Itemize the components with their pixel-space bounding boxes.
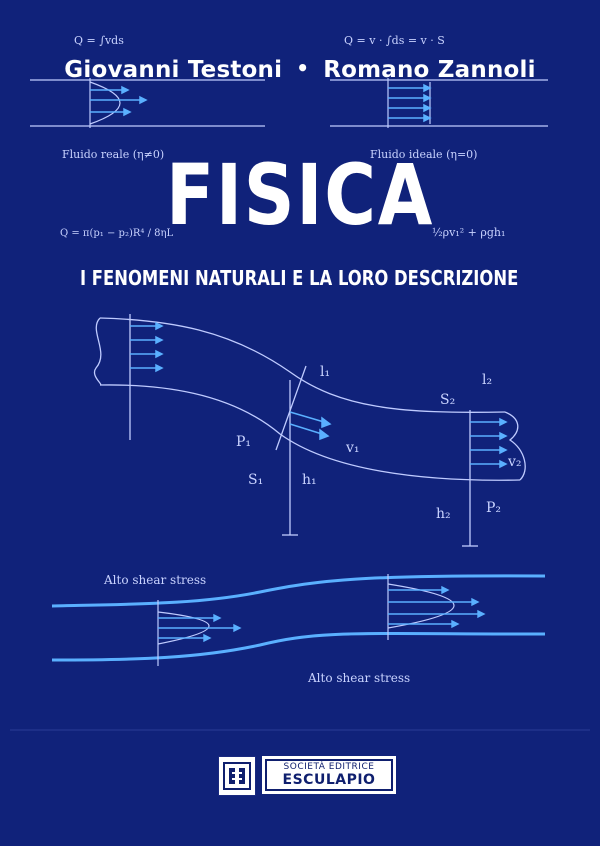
formula-right: Q = v · ∫ds = v · S — [344, 34, 445, 47]
formula-left: Q = ∫vds — [74, 34, 124, 47]
author-separator: • — [296, 56, 310, 80]
publisher-logo: SOCIETÀ EDITRICE ESCULAPIO — [218, 756, 396, 796]
publisher-line2: ESCULAPIO — [282, 772, 376, 788]
bernoulli-formula: ½ρv₁² + ρgh₁ — [432, 226, 505, 239]
pipe-label-l1: l₁ — [320, 364, 330, 380]
label-ideal-fluid: Fluido ideale (η=0) — [370, 148, 477, 161]
shear-label-top: Alto shear stress — [103, 573, 206, 587]
author-2: Romano Zannoli — [323, 57, 536, 83]
pipe-label-v1: v₁ — [345, 440, 360, 456]
pipe-label-l2: l₂ — [482, 372, 492, 388]
book-title: FISICA — [165, 146, 434, 244]
authors-line: Giovanni Testoni • Romano Zannoli — [0, 56, 600, 83]
pipe-label-v2: v₂ — [507, 454, 522, 470]
pipe-label-p1: P₁ — [236, 434, 251, 450]
book-subtitle: I FENOMENI NATURALI E LA LORO DESCRIZION… — [80, 266, 519, 290]
esculapio-logo-icon — [218, 756, 256, 796]
pipe-label-p2: P₂ — [486, 500, 501, 516]
pipe-label-s1: S₁ — [248, 472, 263, 488]
shear-label-bottom: Alto shear stress — [307, 671, 410, 685]
publisher-line1: SOCIETÀ EDITRICE — [283, 762, 375, 772]
poiseuille-formula: Q = π(p₁ − p₂)R⁴ / 8ηL — [60, 228, 173, 239]
label-real-fluid: Fluido reale (η≠0) — [62, 148, 164, 161]
pipe-label-h2: h₂ — [436, 506, 451, 522]
author-1: Giovanni Testoni — [64, 57, 283, 83]
pipe-label-s2: S₂ — [440, 392, 455, 408]
publisher-name-box: SOCIETÀ EDITRICE ESCULAPIO — [262, 756, 396, 794]
pipe-label-h1: h₁ — [302, 472, 317, 488]
